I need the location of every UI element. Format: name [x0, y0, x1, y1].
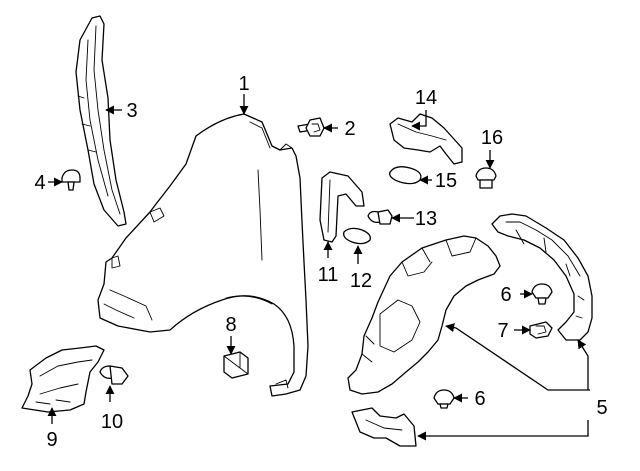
callout-16: 16: [481, 127, 503, 149]
callout-6-upper: 6: [500, 284, 511, 306]
part-6-clip-lower: [433, 389, 455, 409]
part-7-screw: [529, 321, 553, 339]
part-5-lower-bracket: [351, 407, 417, 447]
part-12-pad: [343, 227, 371, 245]
part-14-bracket: [389, 113, 463, 165]
callout-9: 9: [46, 429, 57, 451]
callout-13: 13: [415, 208, 437, 230]
part-4-clip: [61, 169, 81, 191]
callout-2: 2: [344, 118, 355, 140]
part-15-pad: [389, 166, 422, 185]
callout-6-lower: 6: [474, 388, 485, 410]
part-1-front-fender: [97, 113, 309, 397]
part-11-bracket: [319, 171, 365, 243]
part-6-clip-upper: [531, 283, 553, 305]
callout-5: 5: [596, 397, 607, 419]
callout-14: 14: [415, 87, 437, 109]
part-2-bolt: [297, 117, 325, 137]
part-13-push-clip: [367, 209, 393, 225]
callout-7: 7: [497, 320, 508, 342]
leader-lines: [47, 94, 590, 441]
part-5-fender-liners: [347, 213, 593, 395]
callout-1: 1: [238, 73, 249, 95]
part-10-clip: [99, 365, 129, 385]
callout-11: 11: [318, 264, 339, 286]
callout-4: 4: [34, 172, 45, 194]
callout-15: 15: [435, 170, 457, 192]
callout-8: 8: [225, 314, 236, 336]
callout-12: 12: [350, 270, 372, 292]
callout-10: 10: [101, 411, 123, 433]
callout-3: 3: [126, 100, 137, 122]
callout-labels: 1 2 3 4 5 6 7 6 8 9 10 11 12 13 14 15 16: [34, 73, 607, 451]
part-8-nut: [223, 351, 249, 379]
part-16-clip: [475, 167, 497, 189]
part-3-fender-seal: [75, 15, 127, 227]
part-9-splash-shield: [21, 345, 105, 413]
